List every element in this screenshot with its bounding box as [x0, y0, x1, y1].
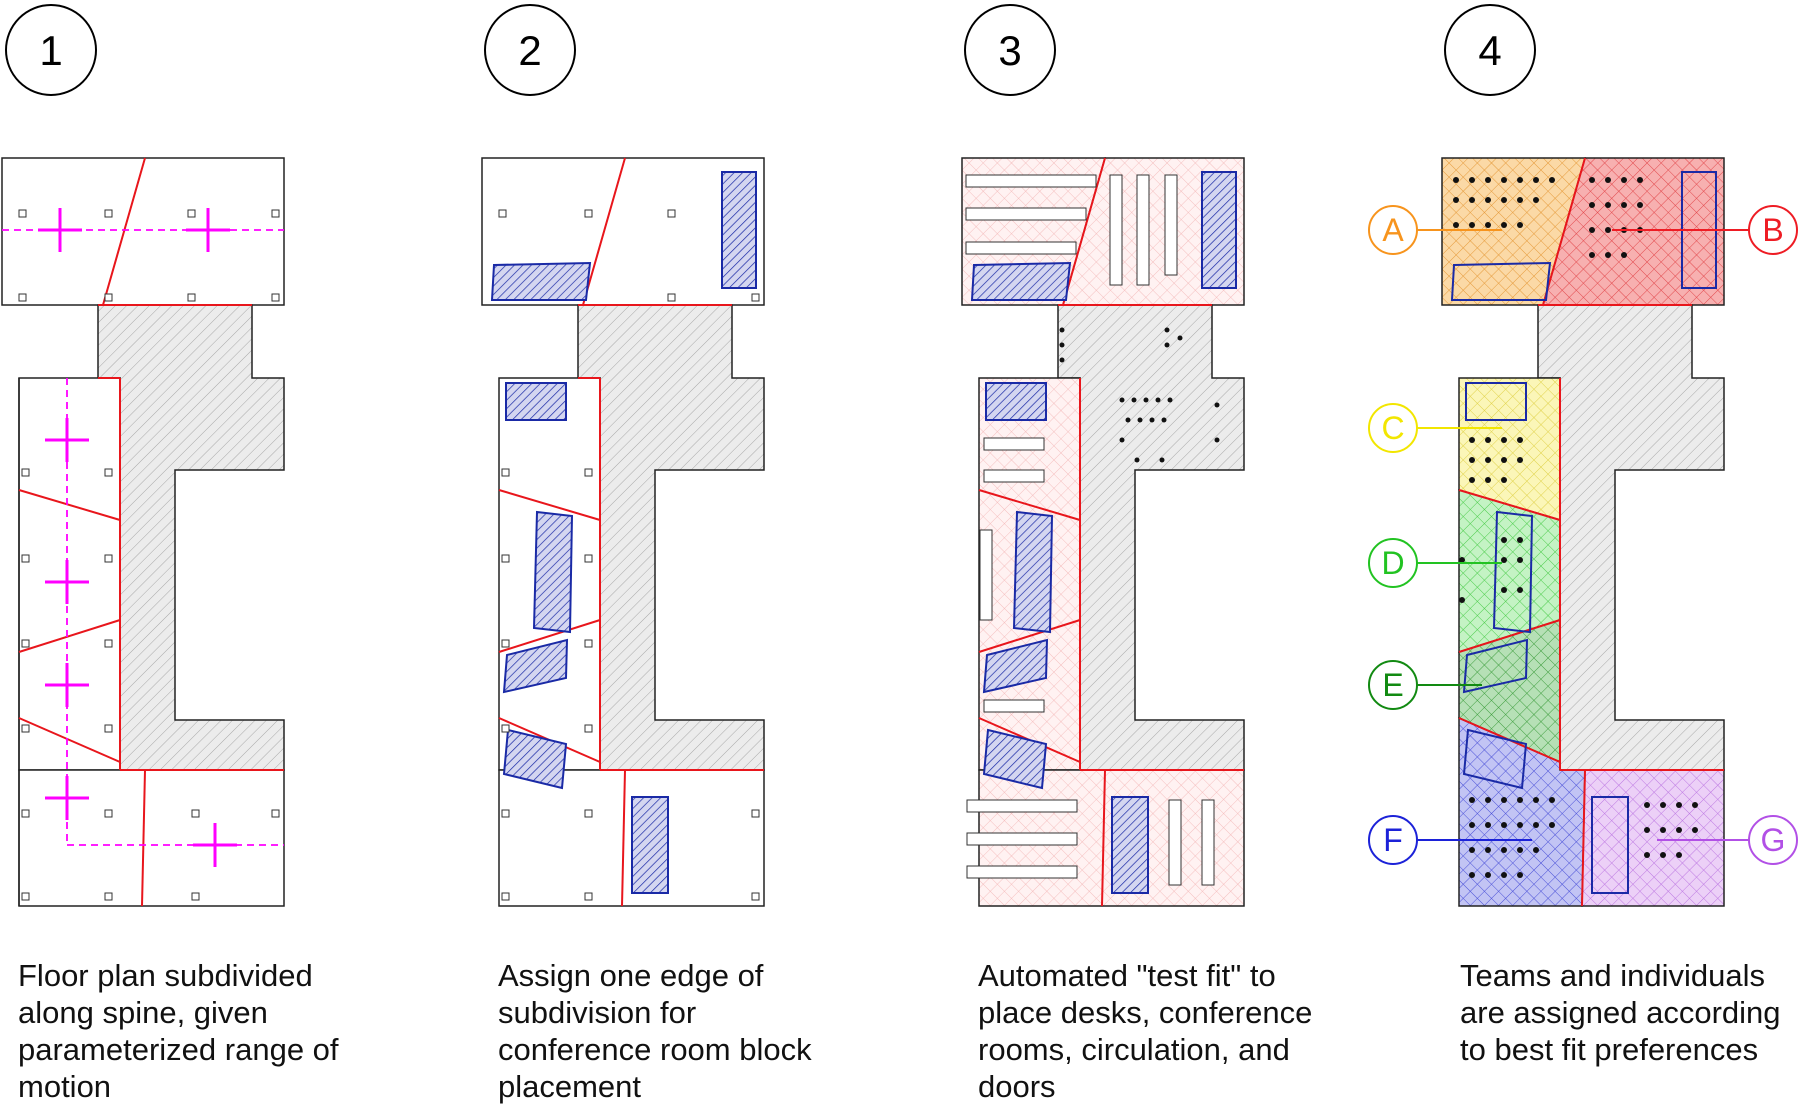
- team-label-a: A: [1368, 205, 1418, 255]
- caption-line: parameterized range of: [18, 1032, 339, 1067]
- floor-plan-4: [1392, 157, 1749, 907]
- desk-icon: [965, 174, 1215, 886]
- plan-bottom-right-block: [18, 769, 285, 907]
- caption-line: conference room block: [498, 1032, 812, 1067]
- team-label-b-circle: [1748, 205, 1798, 255]
- caption-line: subdivision for: [498, 995, 697, 1030]
- plan-core: [97, 304, 285, 771]
- team-label-c: C: [1368, 403, 1418, 453]
- team-label-e: E: [1368, 660, 1418, 710]
- step-4-number: 4: [1478, 27, 1501, 74]
- conference-room-blocks: [490, 171, 757, 894]
- team-label-a-text: A: [1382, 212, 1404, 248]
- team-label-b: B: [1748, 205, 1798, 255]
- step-3-caption: Automated "test fit" to place desks, con…: [978, 957, 1318, 1105]
- plan-bottom-wing: [18, 377, 121, 771]
- column-marker-icon: [18, 209, 280, 901]
- subdivision-lines: [18, 157, 284, 907]
- zone-g: [1581, 769, 1725, 907]
- team-label-b-text: B: [1762, 212, 1783, 248]
- team-label-f-circle: [1368, 815, 1418, 865]
- caption-line: Floor plan subdivided: [18, 958, 313, 993]
- step-1-circle: 1: [5, 4, 97, 96]
- caption-line: Assign one edge of: [498, 958, 764, 993]
- caption-line: along spine, given: [18, 995, 268, 1030]
- floor-plan-1: [1, 157, 285, 907]
- caption-line: placement: [498, 1069, 642, 1104]
- step-1-number: 1: [39, 27, 62, 74]
- team-label-c-text: C: [1381, 410, 1404, 446]
- step-number-circles: 1 2 3 4: [5, 4, 1536, 96]
- team-label-d-text: D: [1381, 545, 1404, 581]
- team-label-c-circle: [1368, 403, 1418, 453]
- caption-line: are assigned according: [1460, 995, 1781, 1030]
- step-2-caption: Assign one edge of subdivision for confe…: [498, 957, 838, 1105]
- caption-line: motion: [18, 1069, 112, 1104]
- team-label-d-circle: [1368, 538, 1418, 588]
- team-label-f-text: F: [1383, 822, 1403, 858]
- team-label-g-text: G: [1761, 822, 1786, 858]
- chair-dot-icon: [1059, 327, 1220, 463]
- step-4-circle: 4: [1444, 4, 1536, 96]
- team-label-g-circle: [1748, 815, 1798, 865]
- caption-line: place desks, conference: [978, 995, 1313, 1030]
- caption-line: Teams and individuals: [1460, 958, 1766, 993]
- team-label-a-circle: [1368, 205, 1418, 255]
- caption-line: Automated "test fit" to: [978, 958, 1276, 993]
- team-label-e-text: E: [1382, 667, 1403, 703]
- team-label-g: G: [1748, 815, 1798, 865]
- step-2-circle: 2: [484, 4, 576, 96]
- team-label-d: D: [1368, 538, 1418, 588]
- step-1-caption: Floor plan subdivided along spine, given…: [18, 957, 358, 1105]
- caption-line: to best fit preferences: [1460, 1032, 1759, 1067]
- floor-plan-2: [481, 157, 765, 907]
- step-2-number: 2: [518, 27, 541, 74]
- floor-plan-3: [961, 157, 1245, 907]
- team-label-f: F: [1368, 815, 1418, 865]
- team-label-e-circle: [1368, 660, 1418, 710]
- caption-line: doors: [978, 1069, 1056, 1104]
- step-4-caption: Teams and individuals are assigned accor…: [1460, 957, 1800, 1068]
- step-3-number: 3: [998, 27, 1021, 74]
- step-3-circle: 3: [964, 4, 1056, 96]
- caption-line: rooms, circulation, and: [978, 1032, 1290, 1067]
- team-labels: A B C D E F G: [1368, 205, 1798, 865]
